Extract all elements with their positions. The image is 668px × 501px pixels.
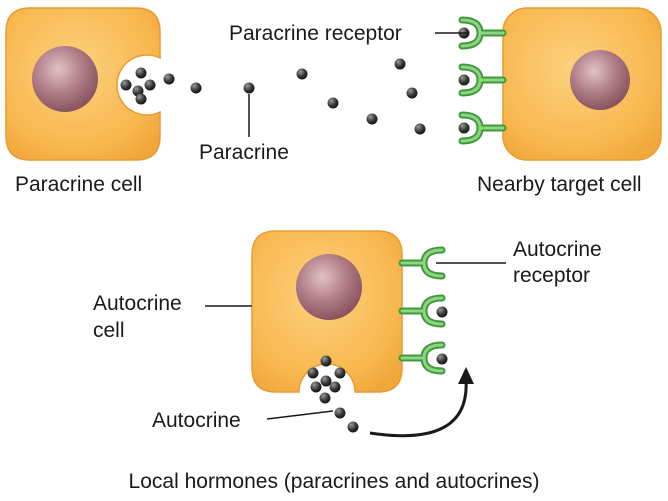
autocrine-molecule: [320, 375, 332, 387]
paracrine-cell-label: Paracrine cell: [15, 173, 142, 196]
autocrine-molecule: [329, 381, 341, 393]
autocrine-leader: [266, 410, 334, 420]
autocrine-molecule: [436, 306, 448, 318]
autocrine-cell: [251, 230, 403, 393]
paracrine-molecule: [163, 73, 175, 85]
autocrine-molecule: [334, 407, 346, 419]
autocrine-receptor-label-line1: Autocrine: [513, 238, 602, 261]
paracrine-molecule: [414, 123, 426, 135]
paracrine-molecules: [120, 27, 470, 135]
autocrine-molecule: [307, 367, 319, 379]
paracrine-molecule: [243, 82, 255, 94]
paracrine-molecule: [458, 74, 470, 86]
autocrine-molecule: [310, 381, 322, 393]
autocrine-molecules: [307, 306, 448, 433]
paracrine-molecule: [406, 87, 418, 99]
autocrine-cell-label-line2: cell: [93, 319, 125, 342]
paracrine-molecule: [144, 79, 156, 91]
paracrine-molecule: [327, 97, 339, 109]
diagram-caption: Local hormones (paracrines and autocrine…: [129, 470, 540, 493]
paracrine-label: Paracrine: [199, 141, 289, 164]
autocrine-cell-label-line1: Autocrine: [93, 292, 182, 315]
autocrine-molecule: [334, 367, 346, 379]
paracrine-molecule: [190, 82, 202, 94]
autocrine-cell-nucleus: [296, 254, 362, 320]
paracrine-molecule: [394, 58, 406, 70]
autocrine-molecule: [436, 353, 448, 365]
autocrine-molecule: [320, 355, 332, 367]
autocrine-receptor-label-line2: receptor: [513, 264, 590, 287]
nearby-target-cell: [502, 7, 662, 161]
paracrine-molecule: [458, 122, 470, 134]
autocrine-return-arrow: [369, 367, 474, 438]
paracrine-receptor-label: Paracrine receptor: [229, 22, 402, 45]
paracrine-molecule: [296, 68, 308, 80]
paracrine-cell-nucleus: [32, 46, 98, 112]
nearby-target-cell-label: Nearby target cell: [477, 173, 642, 196]
autocrine-label: Autocrine: [152, 409, 241, 432]
paracrine-molecule: [366, 113, 378, 125]
paracrine-cell: [5, 7, 161, 161]
paracrine-molecule: [135, 67, 147, 79]
autocrine-molecule: [319, 392, 331, 404]
autocrine-molecule: [347, 421, 359, 433]
paracrine-molecule: [135, 93, 147, 105]
target-cell-nucleus: [570, 50, 630, 110]
paracrine-molecule: [120, 79, 132, 91]
